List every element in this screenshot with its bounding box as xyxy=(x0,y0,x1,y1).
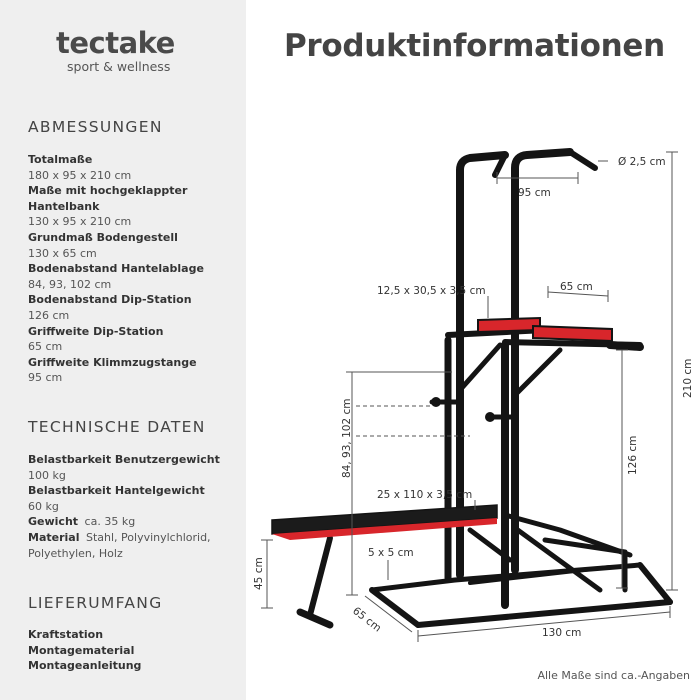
brace-left xyxy=(457,342,503,393)
base-rail-right xyxy=(637,562,673,605)
spec-value: 126 cm xyxy=(28,308,70,322)
spec-value: 84, 93, 102 cm xyxy=(28,277,112,291)
dim-line-base-depth xyxy=(364,595,413,633)
spec-label: Belastbarkeit Hantelgewicht xyxy=(28,484,205,498)
bench-leg xyxy=(307,535,333,618)
page-title: Produktinformationen xyxy=(284,28,665,64)
spec-value: 100 kg xyxy=(28,468,66,482)
spec-label: Maße mit hochgeklappter Hantelbank xyxy=(28,184,188,213)
brand-tagline: sport & wellness xyxy=(67,59,171,74)
spec-label: Material xyxy=(28,530,80,544)
bench-foot xyxy=(296,608,334,629)
spec-label: Totalmaße xyxy=(28,153,93,166)
brand-name: tectake xyxy=(56,26,175,60)
spec-value: 130 x 95 x 210 cm xyxy=(28,215,132,229)
base-rail-front xyxy=(415,599,673,628)
bench-brace-2 xyxy=(467,527,513,563)
label-rest-heights: 84, 93, 102 cm xyxy=(341,399,353,478)
base-rail-left-rear xyxy=(369,577,458,593)
label-total-height: 210 cm xyxy=(682,359,694,398)
upright-rear-left xyxy=(456,151,509,579)
dimensions-list: Totalmaße 180 x 95 x 210 cm Maße mit hoc… xyxy=(28,152,238,386)
list-item: Montageanleitung xyxy=(28,659,142,673)
pullup-handle-right xyxy=(567,149,598,171)
barbell-rest-knob-left xyxy=(431,397,441,407)
bench-rail xyxy=(502,512,633,558)
spec-label: Grundmaß Bodengestell xyxy=(28,230,178,244)
dimension-lines xyxy=(261,151,678,642)
label-pullup-width: 95 cm xyxy=(518,187,551,199)
label-dip-width: 65 cm xyxy=(560,281,593,293)
spec-value: 180 x 95 x 210 cm xyxy=(28,168,132,182)
dip-arm-handle xyxy=(606,341,644,351)
spec-label: Gewicht xyxy=(28,515,79,529)
brace-right xyxy=(512,347,563,398)
spec-sidebar: tectake sport & wellness ABMESSUNGEN Tot… xyxy=(0,0,246,700)
label-bench-size: 25 x 110 x 3,5 cm xyxy=(377,489,472,501)
label-base-depth: 65 cm xyxy=(350,605,383,635)
spec-row-material: Material Stahl, Polyvinylchlorid, Polyet… xyxy=(28,530,238,561)
station-frame xyxy=(296,148,673,629)
list-item: Kraftstation xyxy=(28,628,104,641)
bench-pad-side xyxy=(272,518,497,540)
dip-pad-left xyxy=(477,316,541,334)
technical-heading: TECHNISCHE DATEN xyxy=(28,418,206,436)
barbell-rest-knob-right xyxy=(485,412,495,422)
rear-crossbar xyxy=(542,537,628,593)
base-rail-left xyxy=(369,587,421,628)
spec-label: Griffweite Klimmzugstange xyxy=(28,355,197,369)
spec-value: 130 x 65 cm xyxy=(28,246,97,260)
dimensions-heading: ABMESSUNGEN xyxy=(28,118,163,136)
technical-list: Belastbarkeit Benutzergewicht 100 kg Bel… xyxy=(28,452,238,561)
label-base-width: 130 cm xyxy=(542,627,581,639)
base-rail-mid xyxy=(468,565,612,585)
label-bench-height: 45 cm xyxy=(253,557,265,590)
dip-pad-right xyxy=(532,324,613,343)
spec-row-weight: Gewicht ca. 35 kg xyxy=(28,514,238,530)
dim-line-dip-width xyxy=(547,291,609,297)
spec-label: Bodenabstand Hantelablage xyxy=(28,262,204,276)
spec-label: Belastbarkeit Benutzergewicht xyxy=(28,453,220,466)
label-dip-pad-size: 12,5 x 30,5 x 3,5 cm xyxy=(377,285,486,297)
bench-pad xyxy=(271,504,498,540)
delivery-heading: LIEFERUMFANG xyxy=(28,594,163,612)
spec-label: Bodenabstand Dip-Station xyxy=(28,293,192,307)
brand-logo: tectake sport & wellness xyxy=(56,26,175,74)
spec-label: Griffweite Dip-Station xyxy=(28,324,164,338)
label-tube-profile: 5 x 5 cm xyxy=(368,547,414,559)
label-bar-diameter: Ø 2,5 cm xyxy=(618,156,666,168)
spec-value: ca. 35 kg xyxy=(84,515,136,529)
spec-value: Stahl, Polyvinylchlorid, Polyethylen, Ho… xyxy=(28,530,211,560)
product-diagram: Ø 2,5 cm 95 cm 12,5 x 30,5 x 3,5 cm 65 c… xyxy=(253,148,694,642)
spec-value: 95 cm xyxy=(28,371,63,385)
spec-value: 60 kg xyxy=(28,499,59,513)
bench-brace xyxy=(512,525,603,593)
label-dip-height: 126 cm xyxy=(627,436,639,475)
spec-value: 65 cm xyxy=(28,340,63,354)
list-item: Montagematerial xyxy=(28,643,135,657)
footnote: Alle Maße sind ca.-Angaben xyxy=(537,669,690,682)
upright-rear-right xyxy=(511,148,574,574)
dip-pads xyxy=(477,316,613,343)
dim-line-base-width xyxy=(417,611,671,637)
pullup-handle-left xyxy=(492,152,508,178)
delivery-list: Kraftstation Montagematerial Montageanle… xyxy=(28,627,238,674)
